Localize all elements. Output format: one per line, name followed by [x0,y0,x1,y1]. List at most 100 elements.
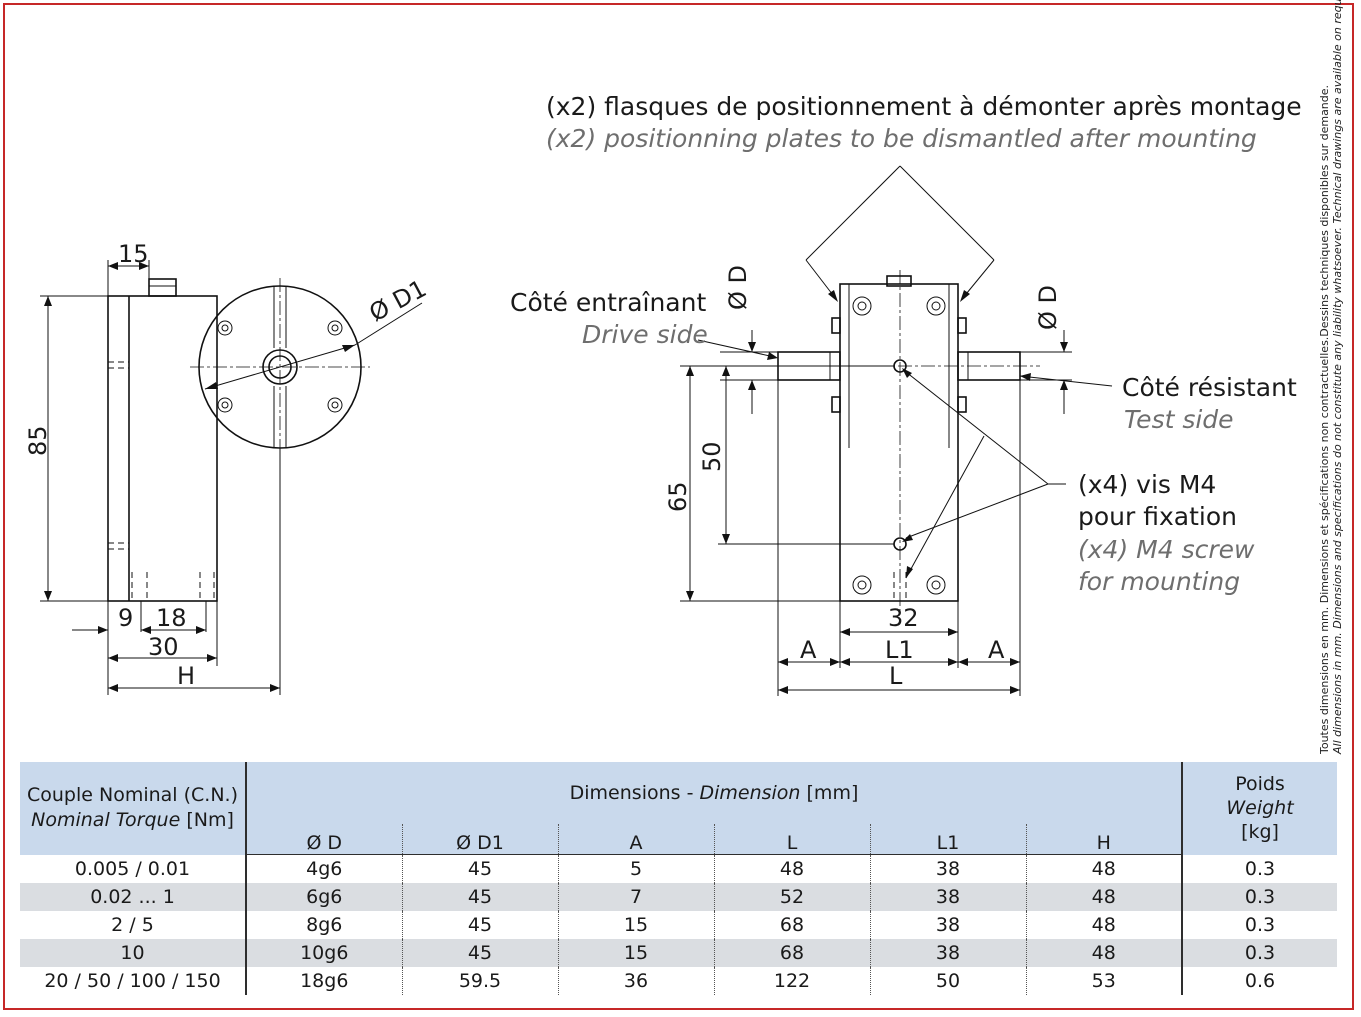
table-cell: 5 [557,854,714,883]
dim-65: 65 [664,481,692,512]
table-cell: 8g6 [306,914,343,936]
table-cell: 45 [401,939,558,967]
table-cell: 10g6 [300,942,349,964]
weight-header: Poids Weight [kg] [1181,762,1338,855]
table-cell: 0.3 [1181,883,1338,911]
table-cell: 59.5 [401,967,558,995]
table-cell: 0.3 [1181,854,1338,883]
disclaimer: Toutes dimensions en mm. Dimensions et s… [1318,0,1344,754]
disclaimer-en: All dimensions in mm. Dimensions and spe… [1331,0,1344,754]
dim-l1: L1 [885,636,914,664]
table-cell: 38 [869,854,1026,883]
table-cell: 45 [401,883,558,911]
dimension-header-fr: Dimensions [569,782,681,804]
test-side-label-fr: Côté résistant [1122,373,1297,402]
table-cell: 7 [557,883,714,911]
table-row: 0.02 ... 1 6g6 45 7 52 38 48 0.3 [20,883,1338,911]
technical-drawing: 15 85 9 18 30 H Ø D1 [24,92,1302,696]
dim-30: 30 [148,633,179,661]
drive-side-label-fr: Côté entraînant [510,288,706,317]
column-header: Ø D1 [401,824,558,855]
table-cell: 52 [713,883,870,911]
screws-label-fr-1: (x4) vis M4 [1078,470,1216,499]
weight-header-en: Weight [1226,797,1294,820]
torque-header: Couple Nominal (C.N.) Nominal Torque [Nm… [20,762,247,855]
column-header: Ø D [246,824,402,855]
plates-label-fr: (x2) flasques de positionnement à démont… [546,92,1302,121]
dimension-header-sep: - [680,782,700,804]
table-cell: 48 [1025,911,1183,939]
screws-label-en-1: (x4) M4 screw [1078,535,1255,564]
table-cell: 2 / 5 [20,911,247,939]
table-row: 10 10g6 45 15 68 38 48 0.3 [20,939,1338,967]
table-cell: 122 [713,967,870,995]
drive-side-label-en: Drive side [582,320,708,349]
weight-header-fr: Poids [1235,773,1285,796]
table-cell: 48 [1025,883,1183,911]
table-cell: 0.3 [1181,911,1338,939]
dim-18: 18 [156,604,187,632]
table-cell: 48 [1025,939,1183,967]
table-row: 2 / 5 8g6 45 15 68 38 48 0.3 [20,911,1338,939]
table-cell: 45 [401,911,558,939]
table-cell: 38 [869,939,1026,967]
dimensions-table: Couple Nominal (C.N.) Nominal Torque [Nm… [20,762,1338,995]
front-view [697,165,1113,612]
table-cell: 38 [869,911,1026,939]
plates-label-en: (x2) positionning plates to be dismantle… [546,124,1257,153]
dim-a-right: A [988,636,1005,664]
table-cell: 36 [557,967,714,995]
dim-d1: Ø D1 [365,274,431,327]
table-cell: 48 [713,854,870,883]
dim-l: L [889,662,903,690]
table-cell: 53 [1025,967,1183,995]
dimension-header-unit: [mm] [800,782,859,804]
dimension-header: Dimensions - Dimension [mm] [246,762,1182,824]
table-cell: 15 [557,911,714,939]
table-row: 0.005 / 0.01 4g6 45 5 48 38 48 0.3 [20,854,1338,883]
table-cell: 0.005 / 0.01 [20,854,247,883]
torque-header-unit: [Nm] [186,809,234,832]
dim-50: 50 [698,441,726,472]
dim-15: 15 [118,240,149,268]
table-cell: 18g6 [300,970,349,992]
table-cell: 15 [557,939,714,967]
table-cell: 4g6 [306,858,343,880]
screws-label-fr-2: pour fixation [1078,502,1237,531]
disclaimer-fr: Toutes dimensions en mm. Dimensions et s… [1318,84,1331,754]
table-cell: 48 [1025,854,1183,883]
table-cell: 0.3 [1181,939,1338,967]
dim-d-right: Ø D [1034,285,1062,330]
dim-9: 9 [118,604,133,632]
torque-header-en: Nominal Torque [31,809,181,832]
column-header: H [1025,824,1183,855]
test-side-label-en: Test side [1124,405,1234,434]
column-header: A [557,824,714,855]
dim-d-left: Ø D [724,265,752,310]
torque-header-fr: Couple Nominal (C.N.) [26,784,238,807]
dim-85: 85 [24,425,52,456]
table-cell: 68 [713,911,870,939]
front-view-dimensions [680,330,1072,696]
screws-label-en-2: for mounting [1078,567,1240,596]
page-frame [3,3,1354,1010]
table-row: 20 / 50 / 100 / 150 18g6 59.5 36 122 50 … [20,967,1338,995]
table-cell: 0.6 [1181,967,1338,995]
side-view-dimensions [40,260,281,695]
table-cell: 38 [869,883,1026,911]
table-cell: 68 [713,939,870,967]
dim-h: H [177,662,195,690]
table-cell: 50 [869,967,1026,995]
table-cell: 20 / 50 / 100 / 150 [20,967,247,995]
table-cell: 45 [401,854,558,883]
dimension-header-en: Dimension [699,782,801,804]
dim-32: 32 [888,604,919,632]
weight-header-unit: [kg] [1241,821,1279,844]
column-header: L1 [869,824,1026,855]
table-cell: 6g6 [306,886,343,908]
table-cell: 0.02 ... 1 [20,883,247,911]
side-view [107,278,218,602]
table-cell: 10 [20,939,247,967]
column-header: L [713,824,870,855]
dim-a-left: A [800,636,817,664]
